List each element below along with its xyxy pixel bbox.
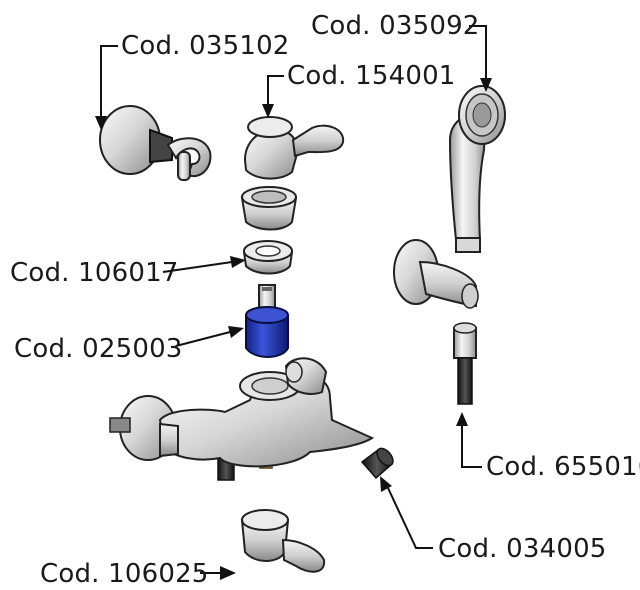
callout-label-655016: Cod. 655016 bbox=[486, 452, 640, 482]
shower-holder-part bbox=[393, 239, 479, 309]
aerator-part bbox=[360, 447, 394, 480]
mixer-body-part bbox=[109, 357, 375, 481]
handle-part bbox=[243, 116, 345, 180]
cover-ring-part bbox=[240, 186, 298, 231]
callout-label-106017: Cod. 106017 bbox=[10, 258, 179, 288]
callout-label-154001: Cod. 154001 bbox=[287, 61, 456, 91]
hand-shower-part bbox=[448, 85, 506, 253]
callout-label-035102: Cod. 035102 bbox=[121, 31, 290, 61]
callout-label-035092: Cod. 035092 bbox=[311, 11, 480, 41]
ring-nut-part bbox=[242, 240, 294, 275]
callout-label-034005: Cod. 034005 bbox=[438, 534, 607, 564]
callout-label-025003: Cod. 025003 bbox=[14, 334, 183, 364]
shower-bracket-part bbox=[99, 105, 212, 181]
hose-fitting-part bbox=[453, 322, 477, 405]
cartridge-part bbox=[245, 284, 289, 358]
leader-lines bbox=[95, 25, 492, 580]
callout-label-106025: Cod. 106025 bbox=[40, 559, 209, 589]
diverter-part bbox=[240, 509, 326, 573]
